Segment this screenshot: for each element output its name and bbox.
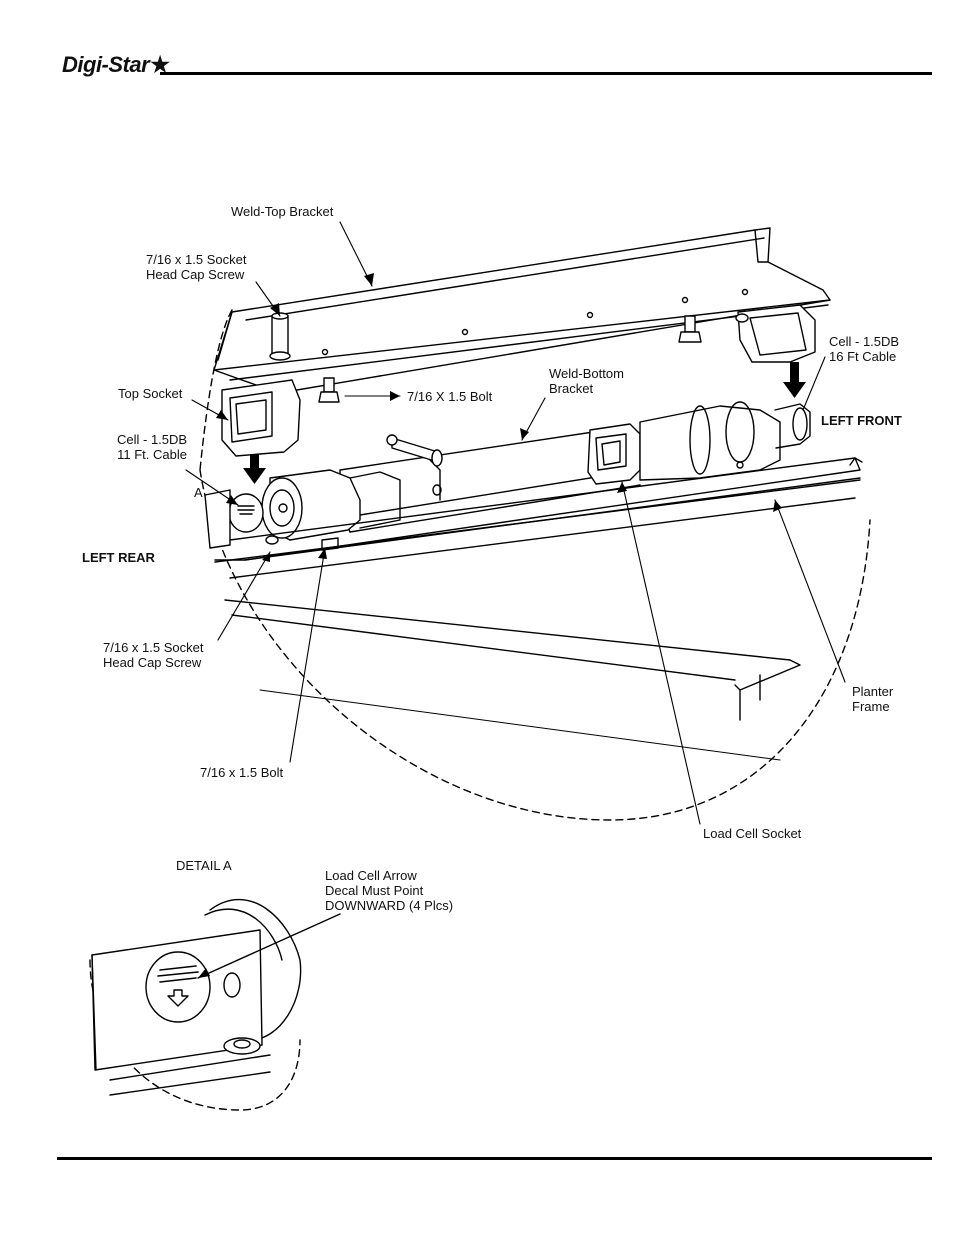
leader-arrowheads	[216, 273, 782, 562]
label-detail-a: DETAIL A	[176, 858, 232, 873]
footer-rule	[57, 1157, 932, 1160]
label-weld-bottom-bracket: Weld-Bottom Bracket	[549, 366, 624, 396]
label-cell-front: Cell - 1.5DB 16 Ft Cable	[829, 334, 900, 364]
label-bolt-top: 7/16 X 1.5 Bolt	[407, 389, 493, 404]
load-cell-front	[639, 401, 811, 481]
label-left-rear: LEFT REAR	[82, 550, 155, 565]
bolt-front	[678, 315, 702, 343]
top-socket	[221, 379, 301, 457]
label-top-socket: Top Socket	[118, 386, 183, 401]
socket-head-cap-screw-top	[269, 312, 291, 361]
bolt-top	[318, 377, 340, 403]
planter-frame	[204, 457, 863, 761]
top-socket-front	[735, 304, 816, 363]
star-icon: ★	[150, 52, 170, 77]
down-arrow-right	[783, 362, 806, 398]
label-planter-frame: Planter Frame	[852, 684, 894, 714]
main-view-boundary-top	[199, 309, 233, 471]
label-left-front: LEFT FRONT	[821, 413, 902, 428]
label-socket-screw-bottom: 7/16 x 1.5 Socket Head Cap Screw	[103, 640, 204, 670]
digi-star-logo: Digi-Star★	[62, 52, 170, 78]
down-arrow-left	[243, 454, 266, 484]
weld-top-bracket	[213, 227, 831, 393]
label-load-cell-socket: Load Cell Socket	[703, 826, 802, 841]
label-weld-top-bracket: Weld-Top Bracket	[231, 204, 334, 219]
header-rule	[160, 72, 932, 75]
bracket-pin	[386, 434, 443, 467]
label-arrow-decal-note: Load Cell Arrow Decal Must Point DOWNWAR…	[325, 868, 454, 913]
label-detail-marker: A	[194, 485, 203, 500]
load-cell-rear	[228, 469, 401, 545]
label-cell-rear: Cell - 1.5DB 11 Ft. Cable	[117, 432, 188, 462]
main-view-boundary	[199, 469, 871, 821]
detail-a-arrowhead	[198, 968, 210, 978]
label-bolt-bottom: 7/16 x 1.5 Bolt	[200, 765, 284, 780]
load-cell-socket	[587, 423, 641, 485]
label-socket-screw-top: 7/16 x 1.5 Socket Head Cap Screw	[146, 252, 247, 282]
detail-a-view	[89, 898, 341, 1111]
logo-text: Digi-Star	[62, 52, 150, 77]
